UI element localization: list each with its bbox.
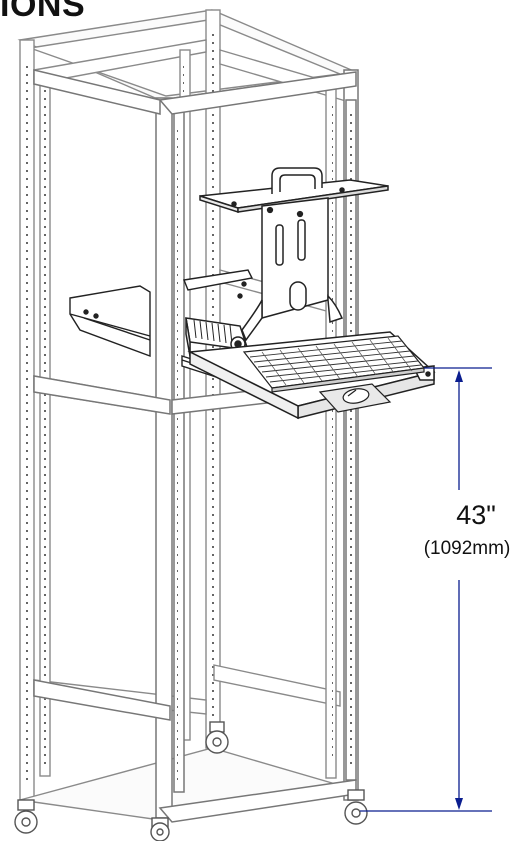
caster-wheel-icon [14,721,368,841]
rear-slide-bracket [69,285,151,358]
keyboard-icon [242,335,426,393]
rack-right-side [213,49,357,779]
monitor-mast [241,197,344,342]
mouse-icon [342,388,370,404]
height-dimension [360,367,492,812]
height-imperial-label: 43" [456,500,496,530]
handle-icon [271,167,323,194]
rack-front-frame [33,69,359,823]
page-heading: IONS [0,0,86,24]
height-metric-label: (1092mm) [423,538,511,559]
